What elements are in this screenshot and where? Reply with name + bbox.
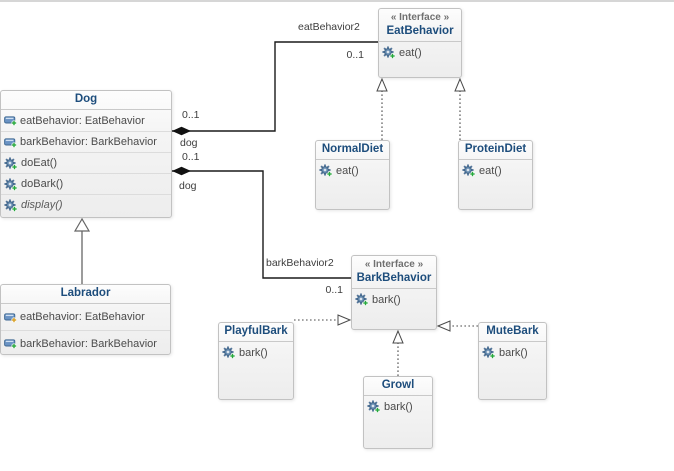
operation-icon (382, 46, 396, 59)
class-box-mutebark[interactable]: MuteBark bark() (478, 322, 547, 400)
role-label[interactable]: dog (179, 180, 197, 192)
operation-label: eat() (336, 164, 359, 177)
attribute-icon (4, 312, 17, 323)
attribute-row[interactable]: eatBehavior: EatBehavior (1, 110, 171, 131)
class-title: EatBehavior (386, 25, 454, 37)
realization-triangle (376, 77, 388, 92)
operation-row[interactable]: eat() (459, 160, 532, 181)
multiplicity-label[interactable]: 0..1 (182, 151, 200, 163)
attribute-label: eatBehavior: EatBehavior (20, 311, 145, 323)
realization-triangle (436, 320, 451, 332)
composition-diamond (172, 126, 191, 136)
operation-icon (319, 164, 333, 177)
class-title: PlayfulBark (219, 323, 293, 342)
attribute-row[interactable]: barkBehavior: BarkBehavior (1, 131, 171, 152)
realization-playfulbark-barkbehavior[interactable] (294, 314, 352, 326)
panel-top-border (0, 0, 674, 2)
operation-label: doEat() (21, 157, 58, 169)
realization-normaldiet-eatbehavior[interactable] (376, 77, 388, 140)
attribute-icon (4, 137, 17, 148)
operation-row[interactable]: bark() (364, 396, 432, 417)
operation-icon (482, 346, 496, 359)
multiplicity-label[interactable]: 0..1 (325, 284, 343, 296)
attribute-label: barkBehavior: BarkBehavior (20, 337, 157, 350)
class-box-playfulbark[interactable]: PlayfulBark bark() (218, 322, 294, 400)
operation-label: display() (21, 199, 63, 211)
generalization-triangle (73, 217, 91, 232)
interface-header: « Interface » EatBehavior (379, 9, 461, 42)
operation-label: eat() (479, 164, 502, 177)
class-box-eatbehavior[interactable]: « Interface » EatBehavior eat() (378, 8, 462, 78)
operation-label: bark() (372, 293, 401, 306)
operation-icon (222, 346, 236, 359)
generalization-labrador-dog[interactable] (73, 217, 91, 284)
interface-header: « Interface » BarkBehavior (352, 256, 436, 289)
class-title: NormalDiet (316, 141, 389, 160)
class-box-proteindiet[interactable]: ProteinDiet eat() (458, 140, 533, 210)
attribute-row[interactable]: barkBehavior: BarkBehavior (1, 330, 170, 356)
operation-row[interactable]: display() (1, 194, 171, 215)
class-title: BarkBehavior (356, 272, 432, 284)
association-name-label[interactable]: barkBehavior2 (266, 257, 334, 269)
realization-triangle (337, 314, 352, 326)
operation-icon (4, 156, 18, 170)
association-name-label[interactable]: eatBehavior2 (298, 21, 360, 33)
realization-growl-barkbehavior[interactable] (392, 329, 404, 376)
operation-row[interactable]: eat() (379, 42, 461, 63)
operation-icon (355, 293, 369, 306)
class-title: Dog (1, 91, 171, 110)
class-title: ProteinDiet (459, 141, 532, 160)
association-dog-eatbehavior[interactable] (172, 41, 378, 136)
stereotype-label: « Interface » (364, 259, 424, 270)
attribute-label: eatBehavior: EatBehavior (20, 114, 145, 127)
operation-label: bark() (384, 400, 413, 413)
realization-triangle (392, 329, 404, 344)
realization-proteindiet-eatbehavior[interactable] (454, 77, 466, 140)
operation-label: bark() (239, 346, 268, 359)
realization-triangle (454, 77, 466, 92)
association-dog-barkbehavior[interactable] (172, 166, 351, 279)
attribute-label: barkBehavior: BarkBehavior (20, 136, 157, 148)
class-box-normaldiet[interactable]: NormalDiet eat() (315, 140, 390, 210)
multiplicity-label[interactable]: 0..1 (346, 49, 364, 61)
class-box-dog[interactable]: Dog eatBehavior: EatBehavior barkBehavio… (0, 90, 172, 218)
operation-icon (4, 198, 18, 212)
attribute-icon (4, 116, 17, 126)
class-title: Labrador (1, 285, 170, 304)
multiplicity-label[interactable]: 0..1 (182, 109, 200, 121)
class-box-growl[interactable]: Growl bark() (363, 376, 433, 449)
class-title: MuteBark (479, 323, 546, 342)
stereotype-label: « Interface » (390, 12, 450, 23)
operation-row[interactable]: eat() (316, 160, 389, 181)
operation-icon (367, 400, 381, 413)
operation-icon (4, 177, 18, 191)
operation-row[interactable]: bark() (219, 342, 293, 363)
role-label[interactable]: dog (180, 137, 198, 149)
realization-mutebark-barkbehavior[interactable] (436, 320, 478, 332)
operation-icon (462, 164, 476, 177)
operation-row[interactable]: doBark() (1, 173, 171, 194)
operation-row[interactable]: bark() (479, 342, 546, 363)
operation-row[interactable]: bark() (352, 289, 436, 310)
attribute-icon (4, 339, 17, 349)
attribute-row[interactable]: eatBehavior: EatBehavior (1, 304, 170, 330)
class-title: Growl (364, 377, 432, 396)
class-box-labrador[interactable]: Labrador eatBehavior: EatBehavior barkBe… (0, 284, 171, 355)
class-box-barkbehavior[interactable]: « Interface » BarkBehavior bark() (351, 255, 437, 330)
operation-label: bark() (499, 346, 528, 359)
composition-diamond (172, 166, 191, 176)
operation-label: doBark() (21, 178, 64, 190)
operation-row[interactable]: doEat() (1, 152, 171, 173)
operation-label: eat() (399, 46, 422, 59)
